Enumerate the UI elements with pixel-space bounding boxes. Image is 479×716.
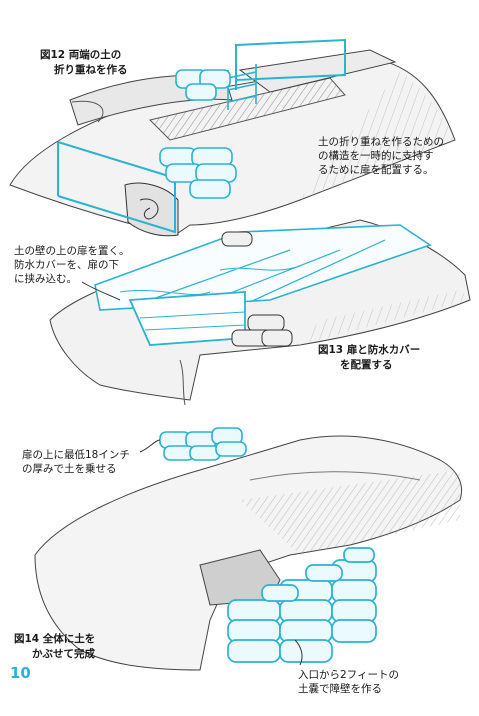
fig12-soil-shade (300, 72, 455, 200)
fig13-caption-line1: 図13 扉と防水カバー (318, 344, 421, 356)
fig12-note-line1: 土の折り重ねを作るための (318, 136, 444, 148)
fig12-right-roll (238, 49, 397, 93)
fig14-sandbag-wall (227, 547, 377, 663)
fig13-note-line1: 土の壁の上の扉を置く。 (14, 245, 130, 257)
figure-14-text: 扉の上に最低18インチ の厚みで土を乗せる 図14 全体に土を かぶせて完成 入… (14, 449, 399, 695)
fig12-front-roll (124, 182, 179, 237)
fig14-note2-line1: 入口から2フィートの (298, 669, 399, 681)
fig13-note-line2: 防水カバーを、扉の下 (14, 259, 119, 271)
fig12-sandbags-back (175, 69, 231, 101)
figure-14-drawing (34, 427, 463, 671)
fig14-note-line2: の厚みで土を乗せる (22, 463, 117, 475)
fig12-door-front (57, 141, 176, 234)
fig14-note-line1: 扉の上に最低18インチ (22, 449, 130, 461)
fig14-sandbags-top (159, 427, 247, 461)
fig12-note-line3: るために扉を配置する。 (318, 164, 434, 176)
fig12-caption-line2: 折り重ねを作る (54, 64, 128, 76)
fig13-leader (81, 281, 121, 301)
fig14-caption-line1: 図14 全体に土を (14, 633, 96, 645)
figure-12-text: 図12 両端の土の 折り重ねを作る 土の折り重ねを作るための の構造を一時的に支… (40, 49, 444, 176)
figure-12-drawing (9, 38, 456, 237)
fig13-caption-line2: を配置する (340, 359, 393, 371)
fig13-door (128, 291, 246, 346)
fig13-note-line3: に挟み込む。 (14, 273, 77, 285)
fig13-sandbags (221, 231, 293, 347)
fig12-caption-line1: 図12 両端の土の (40, 49, 122, 61)
fig14-caption-line2: かぶせて完成 (32, 648, 95, 660)
figure-13-text: 土の壁の上の扉を置く。 防水カバーを、扉の下 に挟み込む。 図13 扉と防水カバ… (14, 245, 421, 371)
fig14-note2-line2: 土嚢で障壁を作る (298, 683, 382, 695)
fig12-sandbags-front (159, 147, 237, 199)
fig12-note-line2: の構造を一時的に支持す (318, 150, 434, 162)
figure-13-drawing (49, 219, 471, 406)
page-number: 10 (10, 664, 31, 682)
